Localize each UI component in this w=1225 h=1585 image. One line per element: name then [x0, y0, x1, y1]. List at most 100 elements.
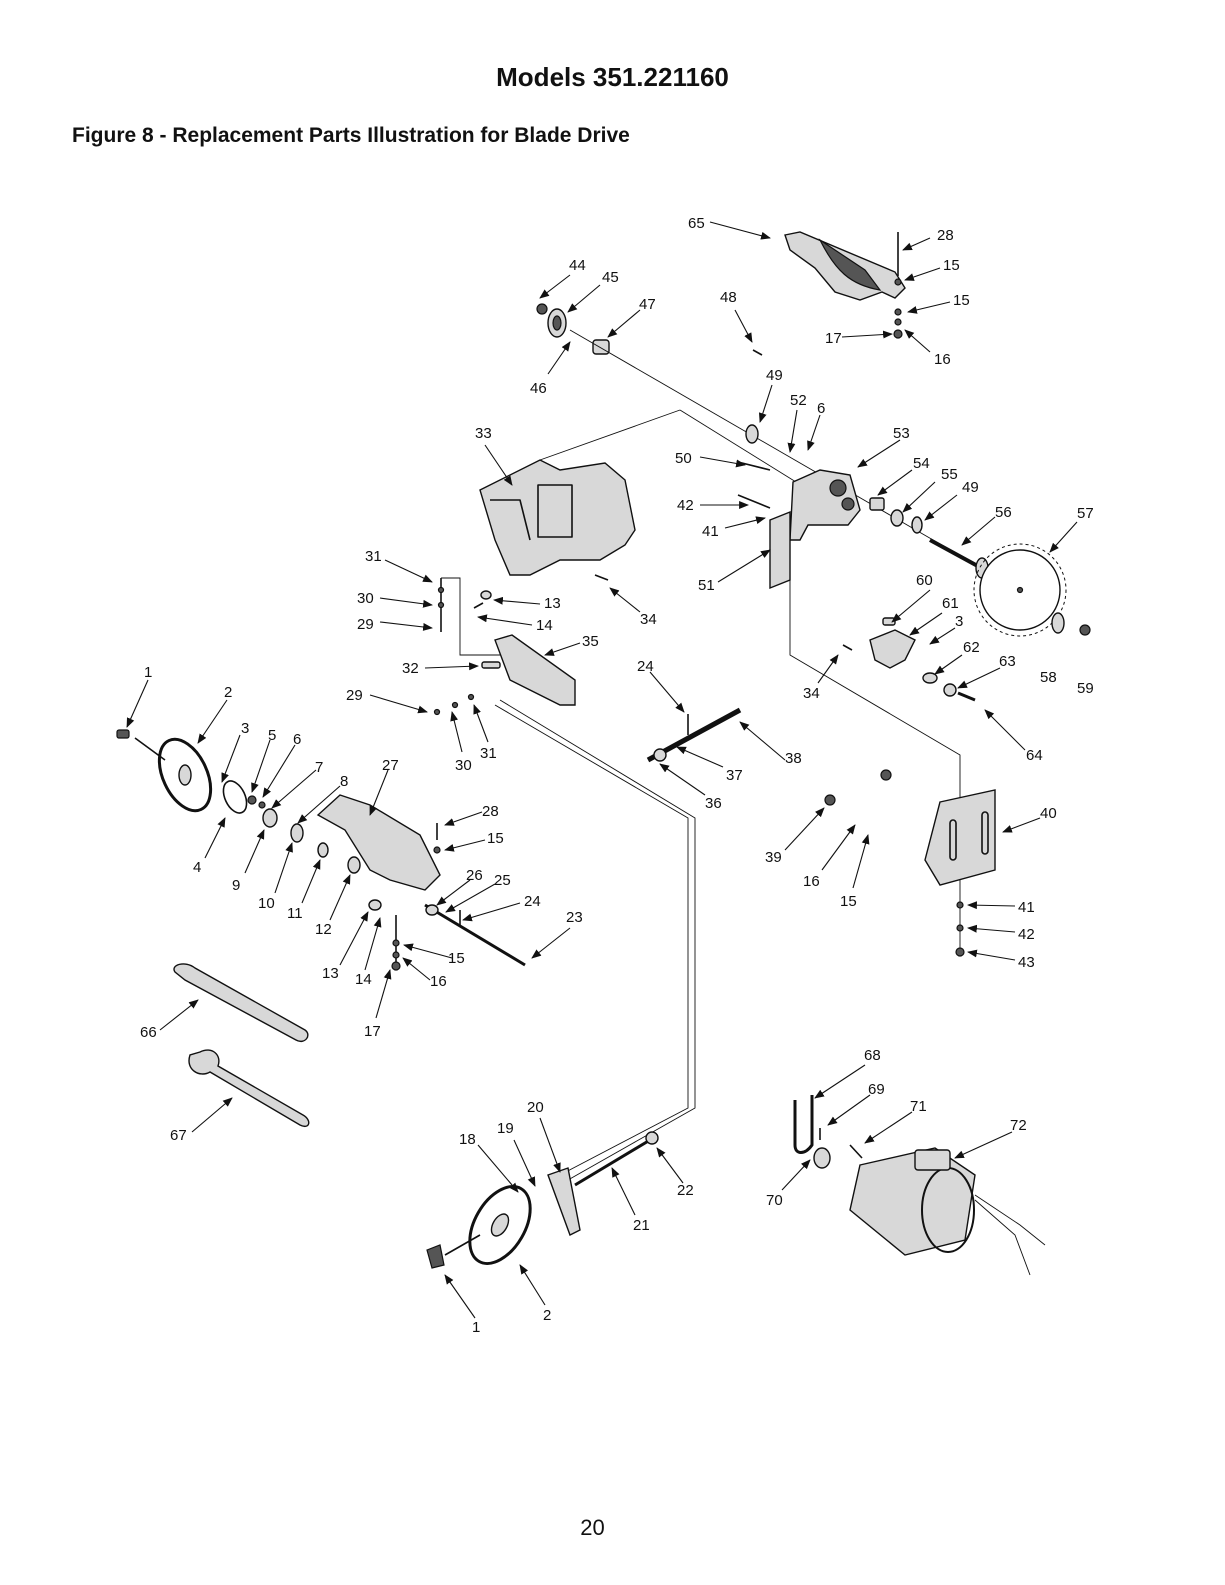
callout-56: 56 [995, 504, 1012, 521]
callout-63: 63 [999, 653, 1016, 670]
callout-72: 72 [1010, 1117, 1027, 1134]
motor-icon [849, 1147, 1046, 1276]
callout-labels: 65 28 15 15 17 16 44 45 47 48 46 49 52 6… [140, 215, 1094, 1336]
callout-54: 54 [913, 455, 930, 472]
callout-47: 47 [639, 296, 656, 313]
callout-34: 34 [640, 611, 657, 628]
callout-27: 27 [382, 757, 399, 774]
callout-62: 62 [963, 639, 980, 656]
callout-16: 16 [803, 873, 820, 890]
callout-20: 20 [527, 1099, 544, 1116]
callout-31: 31 [480, 745, 497, 762]
callout-18: 18 [459, 1131, 476, 1148]
callout-46: 46 [530, 380, 547, 397]
callout-35: 35 [582, 633, 599, 650]
callout-39: 39 [765, 849, 782, 866]
parts-drawing [116, 231, 1091, 1276]
callout-69: 69 [868, 1081, 885, 1098]
callout-32: 32 [402, 660, 419, 677]
leader-arrows [126, 221, 1078, 1319]
callout-70: 70 [766, 1192, 783, 1209]
callout-8: 8 [340, 773, 348, 790]
callout-66: 66 [140, 1024, 157, 1041]
callout-48: 48 [720, 289, 737, 306]
callout-44: 44 [569, 257, 586, 274]
callout-28: 28 [937, 227, 954, 244]
callout-15: 15 [487, 830, 504, 847]
callout-2: 2 [543, 1307, 551, 1324]
callout-43: 43 [1018, 954, 1035, 971]
callout-15: 15 [840, 893, 857, 910]
callout-15: 15 [448, 950, 465, 967]
callout-3: 3 [241, 720, 249, 737]
callout-42: 42 [677, 497, 694, 514]
callout-53: 53 [893, 425, 910, 442]
callout-30: 30 [455, 757, 472, 774]
callout-19: 19 [497, 1120, 514, 1137]
callout-29: 29 [346, 687, 363, 704]
callout-13: 13 [322, 965, 339, 982]
callout-2: 2 [224, 684, 232, 701]
page-number: 20 [580, 1515, 605, 1540]
callout-24: 24 [637, 658, 654, 675]
callout-3: 3 [955, 613, 963, 630]
callout-67: 67 [170, 1127, 187, 1144]
callout-31: 31 [365, 548, 382, 565]
callout-71: 71 [910, 1098, 927, 1115]
callout-68: 68 [864, 1047, 881, 1064]
callout-17: 17 [825, 330, 842, 347]
callout-1: 1 [144, 664, 152, 681]
callout-50: 50 [675, 450, 692, 467]
callout-59: 59 [1077, 680, 1094, 697]
callout-23: 23 [566, 909, 583, 926]
callout-64: 64 [1026, 747, 1043, 764]
callout-49: 49 [962, 479, 979, 496]
callout-6: 6 [817, 400, 825, 417]
callout-16: 16 [430, 973, 447, 990]
callout-12: 12 [315, 921, 332, 938]
callout-29: 29 [357, 616, 374, 633]
callout-51: 51 [698, 577, 715, 594]
callout-4: 4 [193, 859, 201, 876]
figure-title: Figure 8 - Replacement Parts Illustratio… [72, 124, 630, 147]
callout-40: 40 [1040, 805, 1057, 822]
callout-14: 14 [355, 971, 372, 988]
callout-22: 22 [677, 1182, 694, 1199]
saw-blade-icon [973, 543, 1067, 637]
callout-14: 14 [536, 617, 553, 634]
callout-5: 5 [268, 727, 276, 744]
callout-49: 49 [766, 367, 783, 384]
callout-10: 10 [258, 895, 275, 912]
callout-21: 21 [633, 1217, 650, 1234]
callout-55: 55 [941, 466, 958, 483]
callout-34: 34 [803, 685, 820, 702]
page-header: Models 351.221160 [496, 62, 729, 92]
callout-38: 38 [785, 750, 802, 767]
callout-57: 57 [1077, 505, 1094, 522]
callout-60: 60 [916, 572, 933, 589]
callout-42: 42 [1018, 926, 1035, 943]
callout-52: 52 [790, 392, 807, 409]
callout-7: 7 [315, 759, 323, 776]
callout-24: 24 [524, 893, 541, 910]
callout-17: 17 [364, 1023, 381, 1040]
callout-9: 9 [232, 877, 240, 894]
callout-30: 30 [357, 590, 374, 607]
callout-15: 15 [943, 257, 960, 274]
callout-36: 36 [705, 795, 722, 812]
callout-41: 41 [1018, 899, 1035, 916]
callout-25: 25 [494, 872, 511, 889]
callout-11: 11 [287, 905, 303, 922]
callout-58: 58 [1040, 669, 1057, 686]
callout-65: 65 [688, 215, 705, 232]
callout-13: 13 [544, 595, 561, 612]
callout-61: 61 [942, 595, 959, 612]
callout-45: 45 [602, 269, 619, 286]
callout-16: 16 [934, 351, 951, 368]
callout-37: 37 [726, 767, 743, 784]
callout-26: 26 [466, 867, 483, 884]
callout-41: 41 [702, 523, 719, 540]
callout-15: 15 [953, 292, 970, 309]
callout-1: 1 [472, 1319, 480, 1336]
